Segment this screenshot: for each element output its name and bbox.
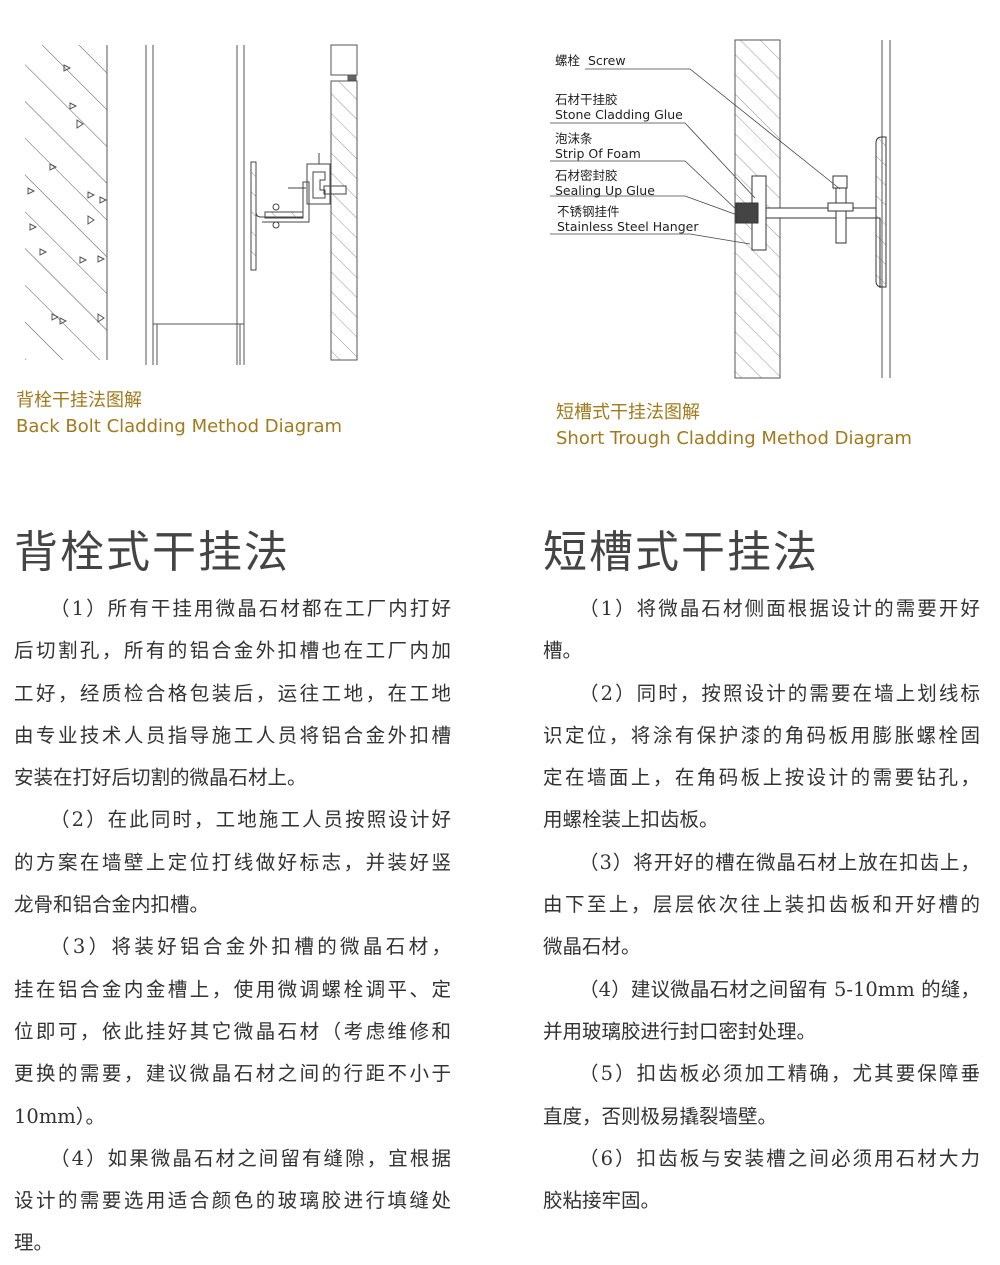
left-section-title: 背栓式干挂法 (14, 527, 290, 578)
paragraph-line: （2）同时，按照设计的需要在墙上划线标 (579, 681, 980, 705)
paragraph-line: 工好，经质检合格包装后，运往工地，在工地 (14, 681, 451, 705)
right-figure-caption-en: Short Trough Cladding Method Diagram (556, 428, 912, 449)
left-figure-caption-en: Back Bolt Cladding Method Diagram (16, 416, 343, 437)
steel-column (145, 45, 245, 365)
concrete-wall (25, 45, 108, 360)
leader-lines (550, 68, 841, 245)
paragraph-line: （5）扣齿板必须加工精确，尤其要保障垂 (579, 1062, 980, 1086)
paragraph-line: 挂在铝合金内金槽上，使用微调螺栓调平、定 (14, 977, 451, 1001)
stone-panel (330, 44, 358, 361)
paragraph: （4）建议微晶石材之间留有 5-10mm 的缝， 并用玻璃胶进行封口密封处理。 (543, 969, 980, 1054)
paragraph-line: （2）在此同时，工地施工人员按照设计好 (50, 808, 451, 832)
paragraph-line: 位即可，依此挂好其它微晶石材（考虑维修和 (14, 1019, 451, 1043)
right-section-body: （1）将微晶石材侧面根据设计的需要开好槽。（2）同时，按照设计的需要在墙上划线标… (543, 588, 980, 1222)
paragraph-line: （3）将开好的槽在微晶石材上放在扣齿上， (579, 850, 980, 874)
paragraph-line: 微晶石材。 (543, 935, 641, 959)
paragraph-line: 龙骨和铝合金内扣槽。 (14, 893, 210, 917)
bracket-assembly (250, 153, 347, 271)
paragraph-line: 由专业技术人员指导施工人员将铝合金外扣槽 (14, 723, 451, 747)
paragraph-line: 定在墙面上，在角码板上按设计的需要钻孔， (543, 766, 980, 790)
back-bolt-diagram (25, 44, 358, 365)
paragraph-line: 10mm）。 (14, 1104, 106, 1128)
paragraph-line: 安装在打好后切割的微晶石材上。 (14, 766, 307, 790)
paragraph-line: 后切割孔，所有的铝合金外扣槽也在工厂内加 (14, 639, 451, 663)
paragraph: （1）将微晶石材侧面根据设计的需要开好槽。 (543, 588, 980, 673)
paragraph: （1）所有干挂用微晶石材都在工厂内打好后切割孔，所有的铝合金外扣槽也在工厂内加工… (14, 588, 451, 799)
paragraph-line: 用螺栓装上扣齿板。 (543, 808, 719, 832)
left-figure-caption-cn: 背栓干挂法图解 (16, 390, 142, 411)
left-section-body: （1）所有干挂用微晶石材都在工厂内打好后切割孔，所有的铝合金外扣槽也在工厂内加工… (14, 588, 451, 1265)
paragraph: （4）如果微晶石材之间留有缝隙，宜根据设计的需要选用适合颜色的玻璃胶进行填缝处理… (14, 1138, 451, 1265)
paragraph-line: 更换的需要，建议微晶石材之间的行距不小于 (14, 1062, 451, 1086)
paragraph-line: 并用玻璃胶进行封口密封处理。 (543, 1019, 817, 1043)
right-figure-caption-cn: 短槽式干挂法图解 (556, 402, 700, 423)
paragraph-line: 设计的需要选用适合颜色的玻璃胶进行填缝处 (14, 1189, 451, 1213)
paragraph-line: （4）如果微晶石材之间留有缝隙，宜根据 (50, 1146, 451, 1170)
paragraph-line: （3）将装好铝合金外扣槽的微晶石材， (50, 935, 451, 959)
paragraph-line: 胶粘接牢固。 (543, 1189, 661, 1213)
paragraph: （5）扣齿板必须加工精确，尤其要保障垂直度，否则极易撬裂墙壁。 (543, 1053, 980, 1138)
label-screw: 螺栓 Screw (555, 53, 626, 68)
paragraph-line: （1）所有干挂用微晶石材都在工厂内打好 (50, 597, 451, 620)
right-section-title: 短槽式干挂法 (543, 527, 819, 578)
paragraph-line: （4）建议微晶石材之间留有 5-10mm 的缝， (579, 977, 980, 1001)
paragraph: （3）将开好的槽在微晶石材上放在扣齿上， 由下至上，层层依次往上装扣齿板和开好槽的… (543, 842, 980, 969)
paragraph-line: 的方案在墙壁上定位打线做好标志，并装好竖 (14, 850, 451, 874)
paragraph-line: 识定位，将涂有保护漆的角码板用膨胀螺栓固 (543, 723, 980, 747)
paragraph: （3）将装好铝合金外扣槽的微晶石材， 挂在铝合金内金槽上，使用微调螺栓调平、定位即… (14, 926, 451, 1137)
paragraph: （6）扣齿板与安装槽之间必须用石材大力胶粘接牢固。 (543, 1138, 980, 1223)
paragraph-line: 槽。 (543, 639, 583, 663)
short-trough-diagram (550, 39, 891, 379)
paragraph-line: （6）扣齿板与安装槽之间必须用石材大力 (579, 1146, 980, 1170)
paragraph: （2）同时，按照设计的需要在墙上划线标识定位，将涂有保护漆的角码板用膨胀螺栓固定… (543, 673, 980, 842)
paragraph-line: 由下至上，层层依次往上装扣齿板和开好槽的 (543, 893, 980, 917)
paragraph-line: 理。 (14, 1231, 54, 1255)
stainless-steel-hanger (735, 136, 887, 288)
paragraph-line: （1）将微晶石材侧面根据设计的需要开好 (579, 597, 980, 620)
paragraph-line: 直度，否则极易撬裂墙壁。 (543, 1104, 778, 1128)
paragraph: （2）在此同时，工地施工人员按照设计好的方案在墙壁上定位打线做好标志，并装好竖龙… (14, 799, 451, 926)
